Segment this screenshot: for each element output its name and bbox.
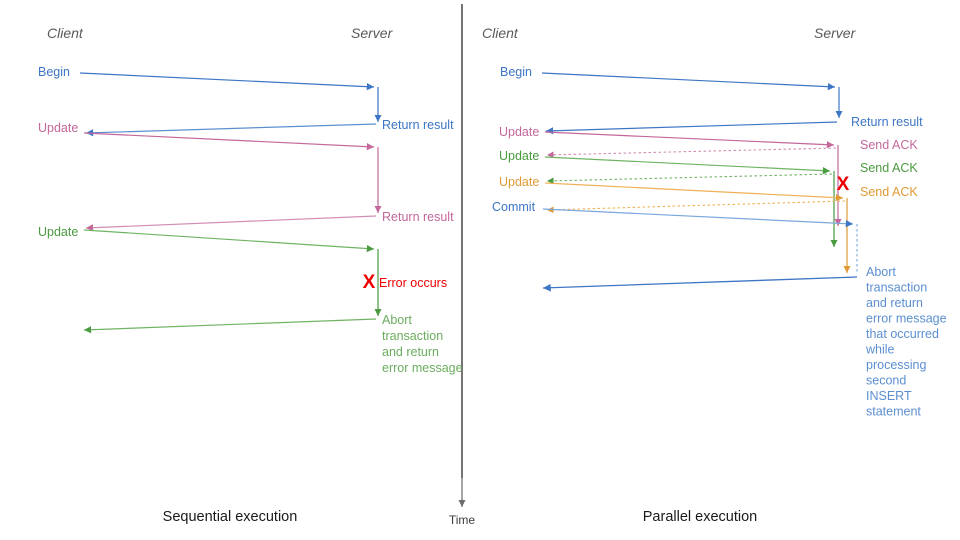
message-par-update-2: Update [499, 149, 831, 175]
message-par-return: Return result [545, 115, 923, 135]
message-label-par-update-2: Update [499, 149, 539, 163]
panel-sequential: Client Server Begin Return result Update [38, 25, 463, 525]
abort-line-0: Abort [382, 313, 412, 327]
message-seq-update-2: Update [38, 225, 375, 253]
message-label-par-update-3: Update [499, 175, 539, 189]
message-par-update-3: Update [499, 175, 844, 202]
message-label-par-ack-1: Send ACK [860, 138, 918, 152]
abort-text-sequential: Abort transaction and return error messa… [382, 313, 463, 375]
message-seq-abort: Abort transaction and return error messa… [83, 313, 463, 375]
message-par-update-1: Update [499, 125, 835, 149]
message-label-par-ack-2: Send ACK [860, 161, 918, 175]
abort-line-6: processing [866, 358, 926, 372]
message-label-seq-return-2: Return result [382, 210, 454, 224]
actor-label-client-parallel: Client [482, 25, 519, 41]
abort-line-0: Abort [866, 265, 896, 279]
abort-line-9: statement [866, 405, 921, 419]
message-seq-return-1: Return result [85, 118, 454, 137]
message-label-par-begin: Begin [500, 65, 532, 79]
message-par-ack-1: Send ACK [546, 138, 918, 159]
error-marker-parallel: X [837, 174, 850, 195]
message-seq-begin: Begin [38, 65, 375, 91]
message-par-ack-2: Send ACK [546, 161, 918, 185]
abort-line-4: that occurred [866, 327, 939, 341]
panel-caption-parallel: Parallel execution [643, 509, 757, 525]
message-label-seq-begin: Begin [38, 65, 70, 79]
message-par-commit: Commit [492, 200, 854, 228]
abort-text-parallel: Abort transaction and return error messa… [865, 265, 950, 419]
message-seq-return-2: Return result [85, 210, 454, 232]
panel-parallel: Client Server Begin Return result Update [482, 25, 950, 525]
message-par-abort: Abort transaction and return error messa… [542, 265, 950, 419]
message-label-par-commit: Commit [492, 200, 536, 214]
error-x-icon-parallel: X [837, 174, 850, 195]
panel-caption-sequential: Sequential execution [163, 509, 298, 525]
error-x-icon: X [363, 272, 376, 293]
message-par-ack-3: Send ACK [546, 185, 918, 214]
message-label-par-return: Return result [851, 115, 923, 129]
abort-line-1: transaction [866, 281, 927, 295]
message-label-seq-update-2: Update [38, 225, 78, 239]
message-label-seq-return-1: Return result [382, 118, 454, 132]
message-label-seq-update-1: Update [38, 121, 78, 135]
abort-line-5: while [865, 343, 895, 357]
abort-line-7: second [866, 374, 906, 388]
abort-line-8: INSERT [866, 389, 912, 403]
time-axis: Time [449, 478, 476, 527]
message-seq-update-1: Update [38, 121, 375, 151]
actor-label-server-parallel: Server [814, 25, 857, 41]
abort-line-2: and return [866, 296, 923, 310]
message-par-begin: Begin [500, 65, 836, 91]
abort-line-1: transaction [382, 329, 443, 343]
error-label-sequential: Error occurs [379, 276, 447, 290]
time-axis-label: Time [449, 513, 476, 527]
actor-label-server-sequential: Server [351, 25, 394, 41]
message-label-par-update-1: Update [499, 125, 539, 139]
actor-label-client-sequential: Client [47, 25, 84, 41]
error-marker-sequential: X Error occurs [363, 272, 447, 293]
abort-line-3: error message [382, 361, 463, 375]
abort-line-3: error message [866, 312, 947, 326]
abort-line-2: and return [382, 345, 439, 359]
message-label-par-ack-3: Send ACK [860, 185, 918, 199]
